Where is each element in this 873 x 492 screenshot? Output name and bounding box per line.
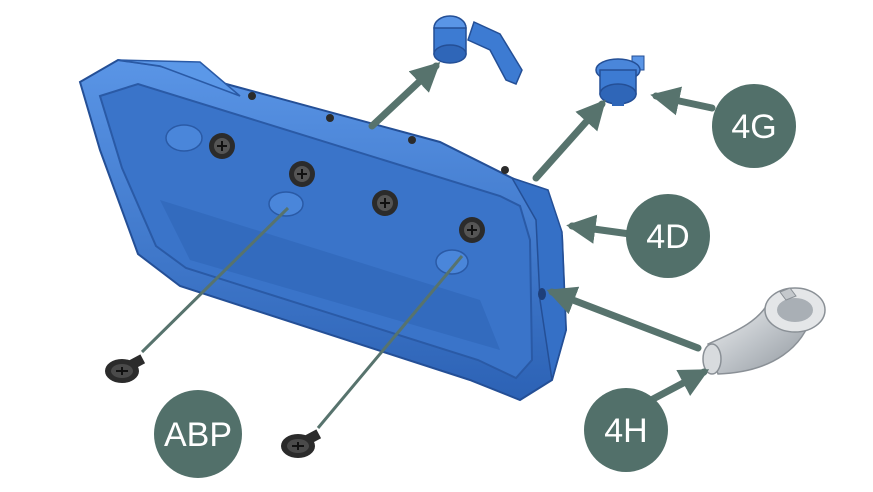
callout-4h: 4H (584, 388, 668, 472)
svg-text:ABP: ABP (164, 416, 232, 454)
arrow-cap (368, 61, 441, 130)
arrow-4g (650, 86, 716, 116)
arrow-pipe (546, 286, 702, 352)
svg-text:4D: 4D (646, 218, 689, 256)
breather-nipple-icon (595, 55, 645, 106)
arrow-nipple (532, 99, 606, 182)
svg-text:4G: 4G (731, 108, 776, 146)
arrows (368, 61, 716, 412)
screw-icon-right (281, 429, 322, 458)
elbow-pipe-icon (702, 287, 826, 375)
callout-4d: 4D (626, 194, 710, 278)
screw-guide-lines (140, 206, 464, 429)
svg-text:4H: 4H (604, 412, 647, 450)
valve-cover-icon (78, 58, 568, 402)
screw-icon-left (105, 354, 146, 383)
callout-4g: 4G (712, 84, 796, 168)
cover-screw-icons (209, 92, 509, 243)
arrow-4d (566, 214, 634, 244)
callout-abp: ABP (154, 390, 242, 478)
oil-filler-cap-icon (433, 15, 523, 85)
